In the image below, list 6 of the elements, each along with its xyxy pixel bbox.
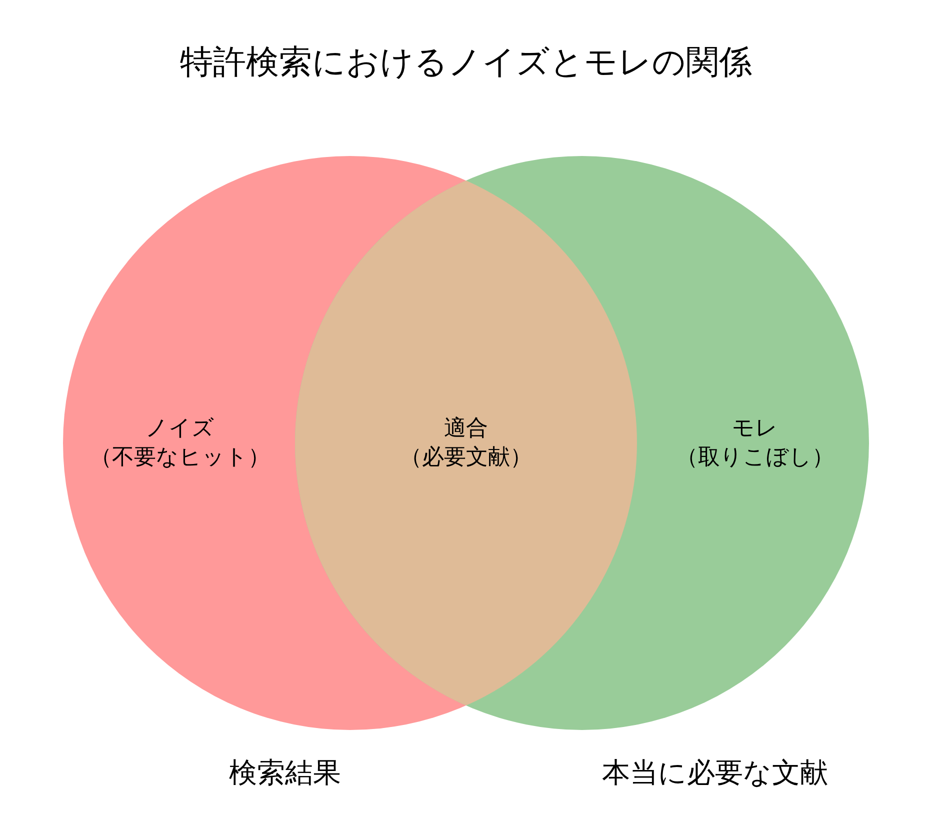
region-label: ノイズ （不要なヒット） xyxy=(90,414,270,472)
region-label: 適合 （必要文献） xyxy=(400,414,532,472)
region-label: モレ （取りこぼし） xyxy=(676,414,834,472)
diagram-title: 特許検索におけるノイズとモレの関係 xyxy=(179,41,753,83)
set-label: 検索結果 xyxy=(229,755,341,791)
set-label: 本当に必要な文献 xyxy=(602,755,828,791)
